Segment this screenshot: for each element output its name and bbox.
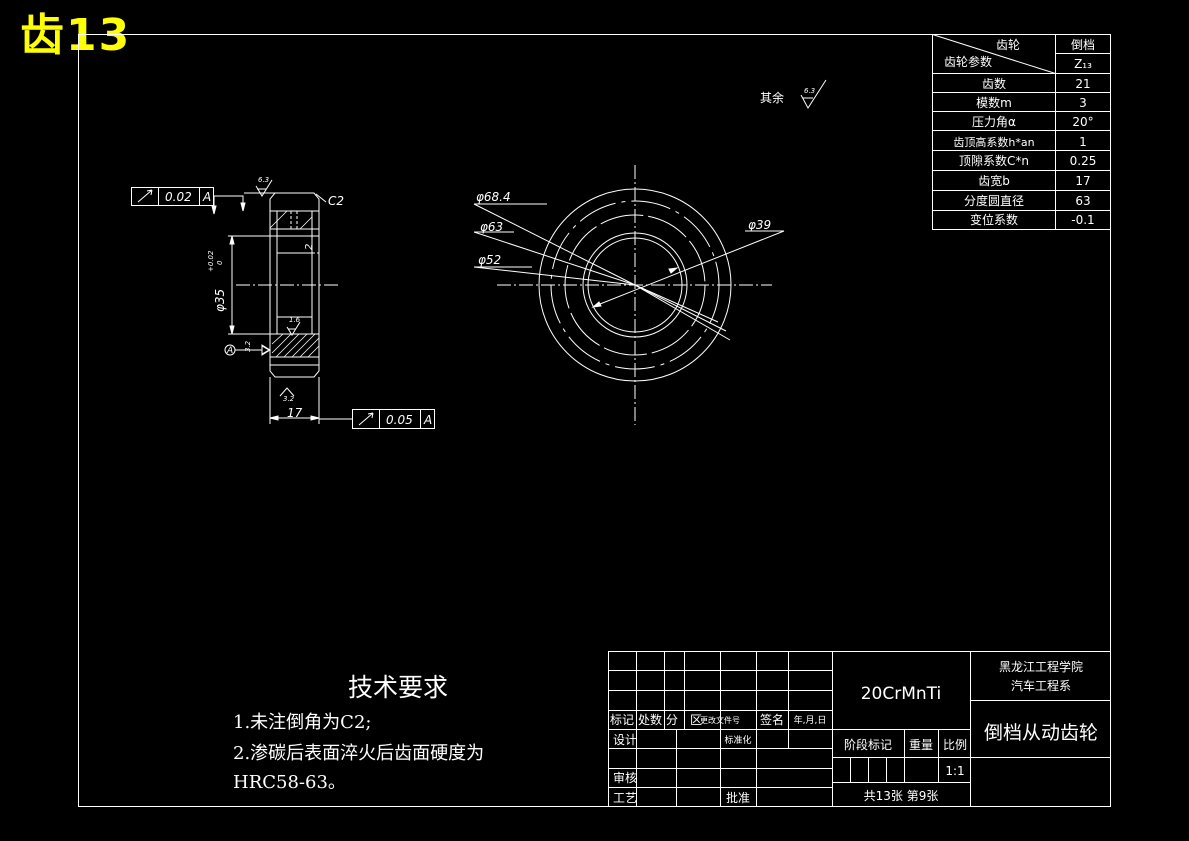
tb-scale: 1:1 xyxy=(945,764,964,778)
runout-tolerance-frame-top: 0.02 A xyxy=(131,187,214,206)
tb-sign: 签名 xyxy=(760,712,784,727)
bore-dim-label: φ35 xyxy=(213,289,227,312)
tb-dept: 汽车工程系 xyxy=(1011,678,1071,693)
title-block xyxy=(608,651,1111,807)
table-row-label-face-width: 齿宽b xyxy=(978,173,1010,188)
runout-arrow-icon xyxy=(358,412,374,426)
tol-top-datum: A xyxy=(202,190,211,204)
table-row-label-teeth: 齿数 xyxy=(982,76,1006,91)
tech-requirement-line-3: HRC58-63。 xyxy=(233,772,346,793)
roughness-bore-value: 1.6 xyxy=(289,316,301,324)
gear-parameter-table xyxy=(932,34,1111,230)
datum-a-label: A xyxy=(226,346,233,356)
table-row-label-clearance: 顶隙系数C*n xyxy=(959,153,1029,168)
section-view-labels: C2 6.3 1.6 3.2 3.2 2 17 A φ35 +0.02 0 xyxy=(207,176,344,420)
gear-section-view xyxy=(211,179,353,424)
tb-zone: 分 区 xyxy=(666,713,702,727)
table-row-label-params: 齿轮参数 xyxy=(944,54,992,69)
table-row-value-module: 3 xyxy=(1079,96,1087,110)
table-row-label-pitch-diameter: 分度圆直径 xyxy=(964,193,1024,208)
tb-approve: 批准 xyxy=(726,790,750,805)
roughness-other-value: 6.3 xyxy=(804,87,815,95)
width-dim-label: 17 xyxy=(287,406,303,420)
front-view-labels: φ68.4 φ63 φ52 φ39 xyxy=(476,190,771,267)
bore-tol-upper: +0.02 xyxy=(207,250,215,272)
dim-phi-63: φ63 xyxy=(480,220,503,234)
dim-phi-39: φ39 xyxy=(748,218,771,232)
runout-arrow-icon xyxy=(137,189,153,203)
table-row-value-z: Z₁₃ xyxy=(1074,57,1092,71)
tb-docno: 更改文件号 xyxy=(700,715,740,725)
roughness-bottom-value: 3.2 xyxy=(283,395,295,403)
tb-stage: 阶段标记 xyxy=(844,737,892,752)
table-header-gear: 齿轮 xyxy=(996,38,1020,52)
tb-craft: 工艺 xyxy=(613,791,637,805)
tech-requirement-line-1: 1.未注倒角为C2; xyxy=(233,712,372,733)
dim-phi-52: φ52 xyxy=(478,253,501,267)
table-row-value-clearance: 0.25 xyxy=(1070,154,1097,168)
table-row-value-pitch-diameter: 63 xyxy=(1075,194,1090,208)
roughness-left-value: 3.2 xyxy=(244,340,252,352)
tb-part-name: 倒档从动齿轮 xyxy=(984,722,1098,744)
table-row-value-pressure-angle: 20° xyxy=(1072,115,1093,129)
table-row-value-teeth: 21 xyxy=(1075,77,1090,91)
tb-scale-label: 比例 xyxy=(943,738,967,752)
tb-mark: 标记 xyxy=(610,713,634,727)
tech-requirement-line-2: 2.渗碳后表面淬火后齿面硬度为 xyxy=(233,743,485,764)
tb-weight: 重量 xyxy=(909,738,933,752)
general-roughness-note: 其余 6.3 xyxy=(760,79,827,109)
tb-standard: 标准化 xyxy=(724,734,751,746)
tol-bottom-value: 0.05 xyxy=(386,413,413,427)
tb-review: 审核 xyxy=(613,770,637,785)
tb-material: 20CrMnTi xyxy=(861,684,942,704)
table-row-label-shift: 变位系数 xyxy=(970,212,1018,227)
table-row-value-shift: -0.1 xyxy=(1071,213,1094,227)
table-row-label-addendum: 齿顶高系数h*an xyxy=(953,135,1034,149)
tb-date: 年,月,日 xyxy=(794,714,827,726)
roughness-other-label: 其余 xyxy=(760,90,784,105)
tb-design: 设计 xyxy=(613,733,637,747)
table-row-label-pressure-angle: 压力角α xyxy=(972,115,1016,129)
drawing-number-title: 齿13 xyxy=(20,10,132,61)
runout-tolerance-frame-bottom: 0.05 A xyxy=(352,409,435,429)
drawing-frame xyxy=(78,34,1111,807)
title-block-text: 标记 处数 分 区 更改文件号 签名 年,月,日 设计 标准化 审核 工艺 批准… xyxy=(610,659,1098,805)
gear-front-view xyxy=(473,165,785,425)
dim-phi-68-4: φ68.4 xyxy=(476,190,511,204)
roughness-symbol-icon xyxy=(800,79,827,109)
table-row-label-module: 模数m xyxy=(976,95,1012,110)
table-row-value-face-width: 17 xyxy=(1075,174,1090,188)
table-row-value-addendum: 1 xyxy=(1079,135,1087,149)
tb-school: 黑龙江工程学院 xyxy=(999,659,1083,674)
tol-top-value: 0.02 xyxy=(165,190,192,204)
tb-count: 处数 xyxy=(638,712,662,727)
small-dim-label: 2 xyxy=(304,244,315,250)
tb-sheets: 共13张 第9张 xyxy=(864,789,939,803)
bore-tol-lower: 0 xyxy=(216,260,224,265)
chamfer-label: C2 xyxy=(328,194,344,208)
tol-bottom-datum: A xyxy=(423,413,432,427)
table-header-value: 倒档 xyxy=(1071,38,1095,52)
tech-requirements-title: 技术要求 xyxy=(348,673,449,702)
roughness-top-value: 6.3 xyxy=(258,176,269,184)
